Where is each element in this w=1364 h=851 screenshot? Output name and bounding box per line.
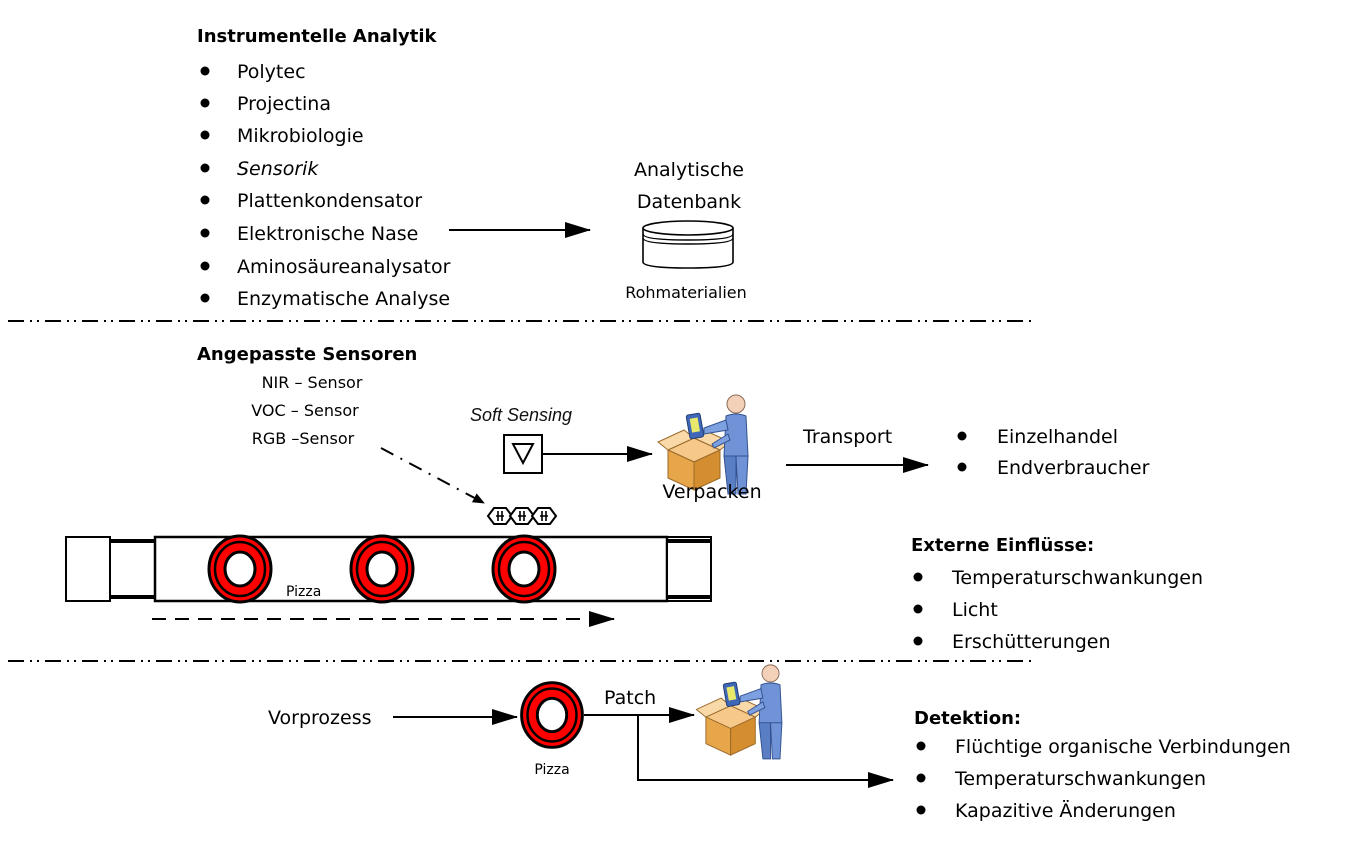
bullet-icon <box>200 98 210 108</box>
sensor-label: NIR – Sensor <box>262 373 363 392</box>
pizza-icon <box>491 534 557 604</box>
analytics-item: Projectina <box>237 93 331 115</box>
process-section: Angepasste Sensoren NIR – Sensor VOC – S… <box>65 344 1203 653</box>
analytics-item: Sensorik <box>237 158 319 180</box>
database-icon <box>642 220 734 269</box>
bullet-icon <box>916 805 926 815</box>
bullet-icon <box>200 195 210 205</box>
detection-heading: Detektion: <box>914 708 1021 729</box>
analytics-list: Polytec Projectina Mikrobiologie Sensori… <box>200 61 451 310</box>
external-heading: Externe Einflüsse: <box>911 535 1094 556</box>
soft-sensor-icon <box>503 434 543 474</box>
detection-pizza-label: Pizza <box>534 762 569 778</box>
analytics-section: Instrumentelle Analytik Polytec Projecti… <box>197 26 747 310</box>
detection-arrow <box>637 715 894 788</box>
analytics-item: Enzymatische Analyse <box>237 288 450 310</box>
bullet-icon <box>916 741 926 751</box>
analytics-item: Aminosäureanalysator <box>237 256 451 278</box>
patch-label: Patch <box>604 687 656 709</box>
bullet-icon <box>957 462 967 472</box>
analytics-item: Plattenkondensator <box>237 190 422 212</box>
bullet-icon <box>913 636 923 646</box>
bullet-icon <box>200 163 210 173</box>
packaging-worker-icon <box>695 664 783 760</box>
preprocess-label: Vorprozess <box>268 707 372 729</box>
soft-sensing-label: Soft Sensing <box>470 405 572 425</box>
bullet-icon <box>200 228 210 238</box>
database-caption: Rohmaterialien <box>625 283 747 302</box>
detection-section: Vorprozess Pizza Patch Detektion: Flücht… <box>268 664 1291 822</box>
database-title-line2: Datenbank <box>637 191 741 213</box>
analytics-item: Mikrobiologie <box>237 125 364 147</box>
sensors-heading: Angepasste Sensoren <box>197 344 417 365</box>
bullet-icon <box>916 773 926 783</box>
external-item: Licht <box>952 599 998 621</box>
transport-label: Transport <box>802 426 892 448</box>
packaging-worker-icon <box>657 394 749 495</box>
bullet-icon <box>913 572 923 582</box>
analytics-heading: Instrumentelle Analytik <box>197 26 437 47</box>
packing-label: Verpacken <box>662 481 761 503</box>
sensor-label: VOC – Sensor <box>251 401 359 420</box>
destination-item: Einzelhandel <box>997 426 1118 448</box>
bullet-icon <box>200 261 210 271</box>
external-item: Temperaturschwankungen <box>951 567 1203 589</box>
analytics-item: Polytec <box>237 61 306 83</box>
analytics-item: Elektronische Nase <box>237 223 418 245</box>
detection-item: Kapazitive Änderungen <box>955 799 1176 822</box>
pizza-icon <box>349 534 415 604</box>
bullet-icon <box>957 431 967 441</box>
bullet-icon <box>200 293 210 303</box>
database-title-line1: Analytische <box>634 159 744 181</box>
external-item: Erschütterungen <box>952 631 1111 653</box>
sensor-arrow <box>380 447 485 504</box>
bullet-icon <box>200 130 210 140</box>
bullet-icon <box>200 66 210 76</box>
pizza-icon <box>207 534 273 604</box>
detection-item: Temperaturschwankungen <box>954 768 1206 790</box>
conveyor-pizza-label: Pizza <box>286 584 321 600</box>
detection-item: Flüchtige organische Verbindungen <box>955 736 1291 758</box>
pizza-icon <box>520 681 584 749</box>
bullet-icon <box>913 604 923 614</box>
sensor-array-icon <box>486 507 558 525</box>
database-block: Analytische Datenbank Rohmaterialien <box>625 159 747 302</box>
destination-item: Endverbraucher <box>997 457 1150 479</box>
sensor-label: RGB –Sensor <box>252 429 355 448</box>
